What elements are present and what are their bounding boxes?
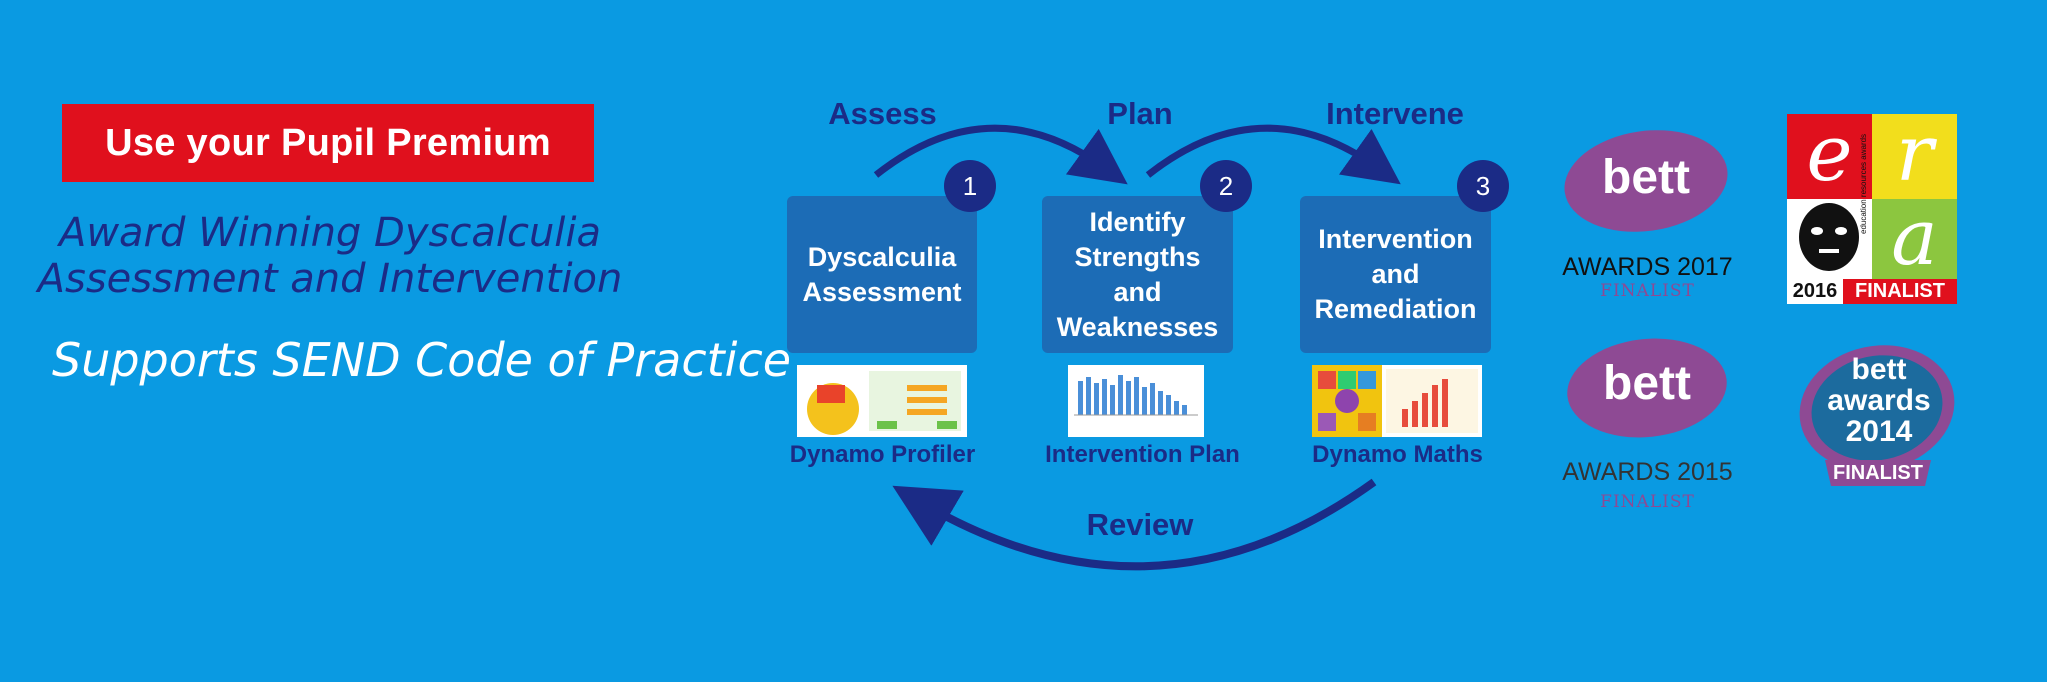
bett-2017-label: AWARDS 2017 xyxy=(1562,253,1733,281)
bett-oval-icon xyxy=(1564,130,1728,232)
bett-2014-line3: 2014 xyxy=(1845,415,1913,448)
era-letter-e: e xyxy=(1787,114,1872,199)
review-label: Review xyxy=(1086,507,1194,542)
bett-2014-logo[interactable]: bett awards 2014 FINALIST xyxy=(1795,340,1955,492)
bett-oval-icon xyxy=(1567,338,1727,438)
plan-chart-icon xyxy=(1074,375,1198,416)
award-line-1: Award Winning Dyscalculia xyxy=(58,210,602,256)
caption-dynamo-profiler[interactable]: Dynamo Profiler xyxy=(789,441,976,468)
dynamo-profiler-thumbnail[interactable] xyxy=(797,365,967,437)
send-code-text: Supports SEND Code of Practice xyxy=(52,333,792,387)
plan-to-intervene-arrow xyxy=(1145,124,1401,185)
era-2016-logo[interactable]: e r a education resources awards 2016 FI… xyxy=(1787,114,1957,304)
bett-2014-line2: awards xyxy=(1827,384,1931,417)
step2-line3: and xyxy=(1113,276,1162,307)
step-box-assessment[interactable]: Dyscalculia Assessment xyxy=(787,196,977,353)
step2-line4: Weaknesses xyxy=(1056,311,1219,342)
step-box-intervention[interactable]: Intervention and Remediation xyxy=(1300,196,1491,353)
pupil-premium-banner[interactable]: Use your Pupil Premium xyxy=(62,104,594,182)
era-letter-r: r xyxy=(1872,114,1957,199)
assess-to-plan-arrow xyxy=(873,124,1128,185)
era-year: 2016 xyxy=(1787,279,1843,304)
award-line-2: Assessment and Intervention xyxy=(37,256,623,302)
bett-2015-finalist: FINALIST xyxy=(1600,492,1695,512)
bett-2015-logo[interactable]: bett xyxy=(1562,334,1732,442)
caption-intervention-plan[interactable]: Intervention Plan xyxy=(1045,441,1240,468)
profiler-screenshot-icon xyxy=(807,371,961,435)
era-letter-a: a xyxy=(1872,199,1957,279)
maths-game-icon xyxy=(1312,365,1478,437)
portrait-icon xyxy=(1799,203,1859,271)
bett-2014-line1: bett xyxy=(1851,353,1907,386)
bett-2014-badge-icon xyxy=(1799,345,1955,486)
bett-2015-word: bett xyxy=(1603,357,1691,410)
step3-line3: Remediation xyxy=(1314,294,1477,324)
bett-2014-finalist: FINALIST xyxy=(1833,462,1923,484)
step1-line1: Dyscalculia xyxy=(807,241,957,272)
step3-line2: and xyxy=(1371,259,1420,289)
step1-line2: Assessment xyxy=(802,276,962,307)
award-winning-heading: Award Winning Dyscalculia Assessment and… xyxy=(30,210,630,302)
caption-dynamo-maths[interactable]: Dynamo Maths xyxy=(1312,441,1483,468)
review-arrow xyxy=(892,478,1377,571)
era-portrait xyxy=(1787,199,1872,279)
step2-line1: Identify xyxy=(1089,206,1186,237)
step-number-1: 1 xyxy=(944,160,996,212)
step3-line1: Intervention xyxy=(1318,224,1473,254)
era-side-text: education resources awards xyxy=(1859,133,1868,234)
step2-line2: Strengths xyxy=(1074,241,1201,272)
bett-2017-logo[interactable]: bett xyxy=(1560,126,1732,236)
step-box-identify[interactable]: Identify Strengths and Weaknesses xyxy=(1042,196,1233,353)
bett-2017-finalist: FINALIST xyxy=(1600,281,1695,301)
era-finalist: FINALIST xyxy=(1843,279,1957,304)
step-number-3: 3 xyxy=(1457,160,1509,212)
stage-assess: Assess xyxy=(828,96,937,131)
bett-2017-word: bett xyxy=(1602,151,1690,204)
stage-plan: Plan xyxy=(1107,96,1173,131)
intervention-plan-thumbnail[interactable] xyxy=(1068,365,1204,437)
bett-2015-label: AWARDS 2015 xyxy=(1562,458,1733,486)
step-number-2: 2 xyxy=(1200,160,1252,212)
dynamo-maths-thumbnail[interactable] xyxy=(1312,365,1482,437)
stage-intervene: Intervene xyxy=(1326,96,1464,131)
